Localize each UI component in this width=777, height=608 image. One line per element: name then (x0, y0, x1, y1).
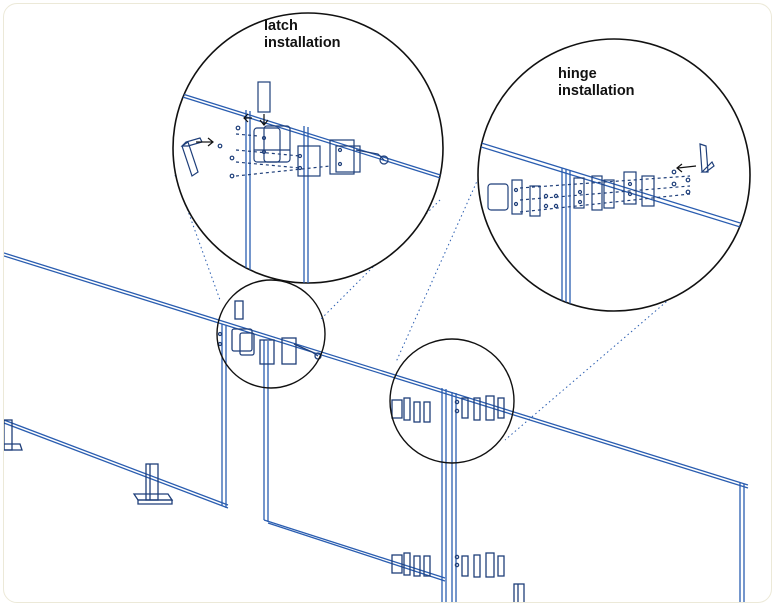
glass-panel-right (451, 392, 745, 602)
glass-gate-panel (263, 340, 447, 602)
latch-installation-label: latch installation (264, 18, 341, 51)
glass-spigot-icon (132, 463, 174, 505)
hinge-plate-icon (391, 552, 505, 578)
callout-circle-hinge-small (389, 338, 515, 464)
glass-spigot-icon (513, 583, 525, 602)
hinge-plate-icon (391, 395, 505, 423)
hex-key-icon (699, 143, 715, 173)
callout-detail-latch (172, 12, 444, 284)
latch-icon (217, 300, 322, 365)
callout-circle-latch-small (216, 279, 326, 389)
screw-icon (513, 169, 691, 209)
glass-panel-left (4, 324, 229, 509)
screw-icon (217, 125, 343, 179)
arrow-icon (676, 163, 697, 173)
hinge-installation-label: hinge installation (558, 66, 635, 99)
arrow-icon (196, 113, 269, 147)
callout-detail-hinge (477, 38, 751, 312)
glass-spigot-icon (4, 419, 23, 451)
diagram-frame (3, 3, 772, 603)
hex-key-icon (180, 137, 203, 177)
glass-panel-top-rail (4, 252, 749, 489)
